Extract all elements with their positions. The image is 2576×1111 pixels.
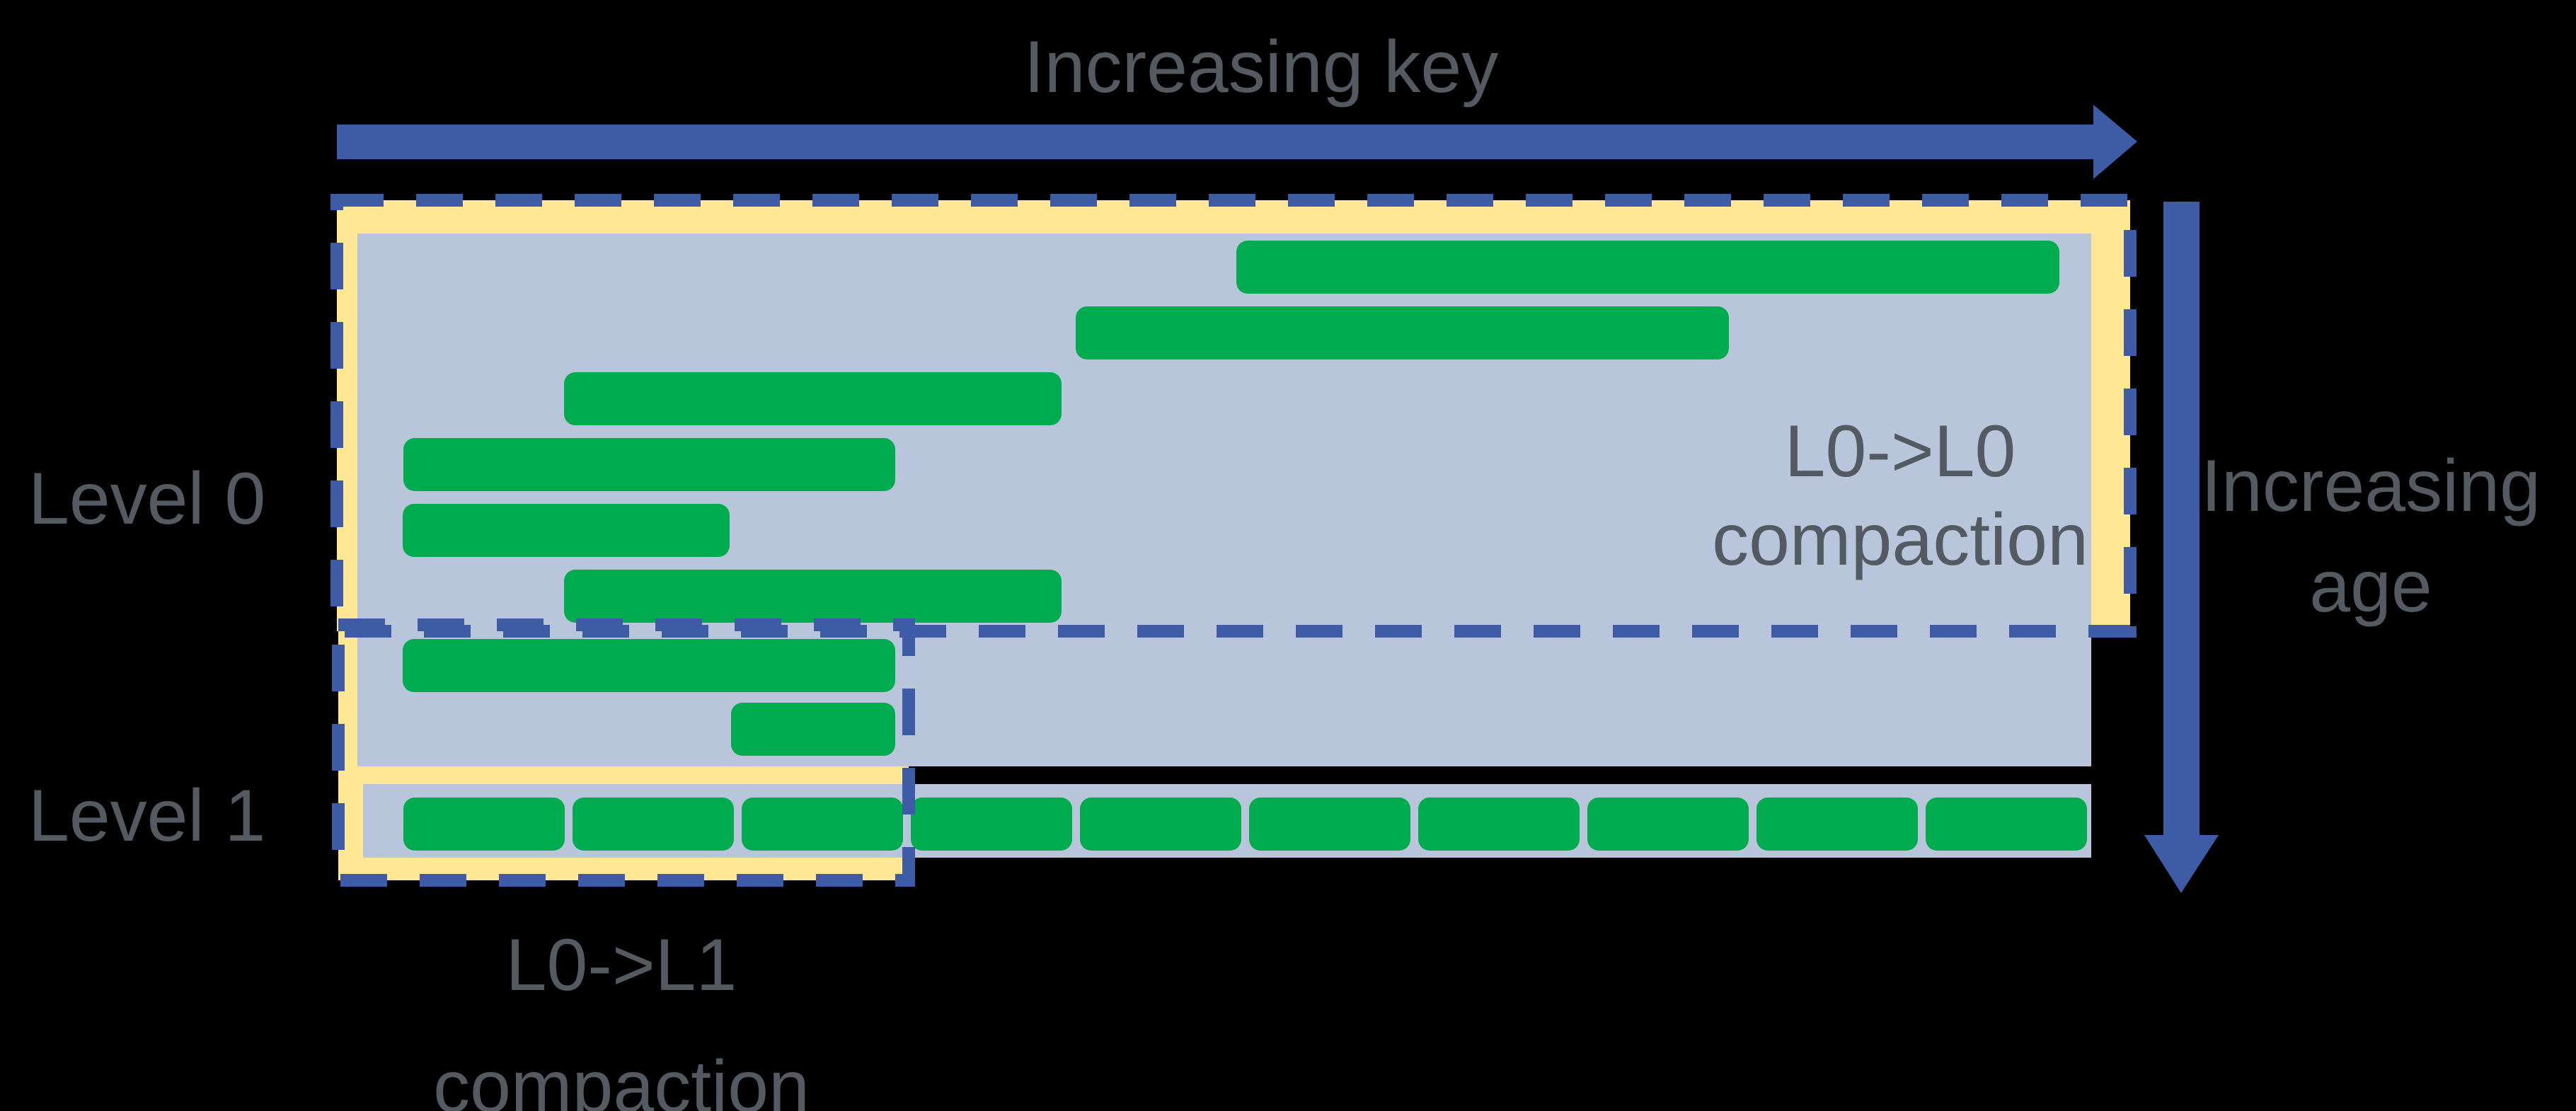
level-1-label: Level 1 [28,775,266,857]
increasing-age-arrow-head [2144,835,2219,893]
level-1-sstable-segment [911,798,1072,851]
increasing-age-line2: age [2309,546,2432,628]
level-0-sstable-bar [564,372,1062,425]
l0-to-l0-line2: compaction [1712,499,2088,581]
level-0-sstable-bar [731,703,895,756]
l0-to-l0-dashed-border [330,194,2137,638]
level-0-sstable-bar [403,438,895,491]
increasing-age-label: Increasing age [2173,436,2569,637]
level-0-sstable-bar [564,570,1062,623]
increasing-age-arrow-shaft [2163,202,2200,835]
l0-to-l0-line1: L0->L0 [1784,410,2016,493]
increasing-key-arrow-head [2093,105,2137,179]
level-0-sstable-bar [1236,241,2059,294]
level-0-label: Level 0 [28,458,266,540]
increasing-age-line1: Increasing [2201,445,2541,527]
level-1-sstable-segment [742,798,903,851]
l0-to-l0-compaction-label: L0->L0 compaction [1652,408,2148,585]
level-1-sstable-segment [403,798,565,851]
l0-to-l1-line1: L0->L1 [505,924,737,1006]
level-1-sstable-segment [573,798,734,851]
increasing-key-label: Increasing key [1023,26,1499,108]
level-0-sstable-bar [403,639,895,692]
level-0-sstable-bar [403,504,730,557]
l0-to-l1-compaction-label: L0->L1 compaction [374,904,869,1111]
level-1-sstable-segment [1926,798,2087,851]
level-1-sstable-segment [1756,798,1918,851]
l0-to-l1-dashed-border [332,618,915,887]
level-1-sstable-segment [1587,798,1749,851]
level-1-sstable-segment [1418,798,1580,851]
level-1-sstable-segment [1249,798,1410,851]
l0-to-l1-line2: compaction [433,1046,810,1111]
level-1-sstable-segment [1080,798,1241,851]
increasing-key-arrow-shaft [337,125,2093,159]
level-0-sstable-bar [1076,306,1729,359]
